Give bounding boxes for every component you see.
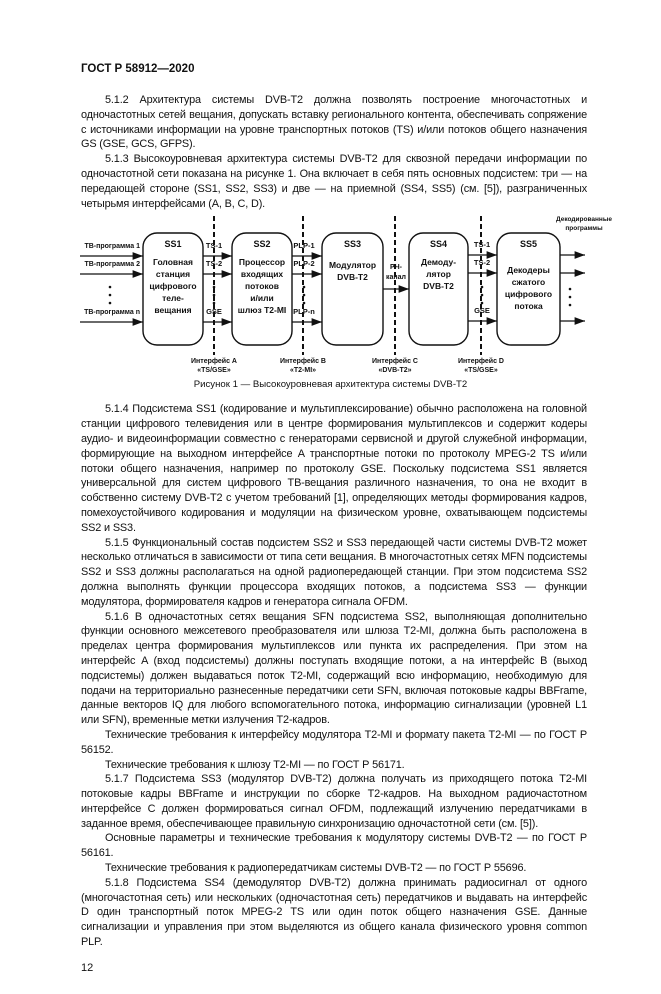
block-label: Модулятор [329,260,376,270]
ss2-output-label: PLP-1 [293,241,314,250]
ellipsis-dot [302,294,306,297]
block-id: SS2 [253,239,270,249]
ellipsis-dot [568,288,572,291]
outputs-label: программы [565,225,603,232]
paragraph-t2mi-gateway-standard: Технические требования к шлюзу T2-MI — п… [105,758,405,771]
block-label: Декодеры [507,265,550,275]
block-label: шлюз T2-MI [238,305,287,315]
input-label: ТВ-программа 1 [84,243,140,250]
block-label: Процессор [239,257,285,267]
block-ss5 [496,232,561,347]
block-label: потока [514,301,543,311]
block-ss3 [321,232,384,347]
paragraph-5-1-4: 5.1.4 Подсистема SS1 (кодирование и муль… [81,403,587,534]
ellipsis-dot [212,294,216,297]
ss4-output-label: GSE [474,306,490,315]
ss1-output-label: GSE [206,307,222,316]
interface-name: Интерфейс D [458,357,504,365]
input-label: ТВ-программа 2 [84,261,140,268]
block-id: SS5 [520,239,537,249]
interface-type: «DVB-T2» [378,367,411,374]
block-label: вещания [154,305,191,315]
ellipsis-dot [302,286,306,289]
ss1-output-label: TS-2 [206,259,222,268]
ellipsis-dot [480,294,484,297]
ellipsis-dot [108,294,112,297]
ss4-output-label: TS-2 [474,258,490,267]
block-label: лятор [426,269,451,279]
ellipsis-dot [568,296,572,299]
block-label: цифрового [505,289,552,299]
paragraph-modulator-standard: Основные параметры и технические требова… [81,832,587,860]
interface-type: «TS/GSE» [197,367,231,374]
outputs-label: Декодированные [556,216,612,223]
interface-name: Интерфейс B [280,357,326,365]
paragraph-5-1-3: 5.1.3 Высокоуровневая архитектура систем… [81,153,587,210]
block-label: Демоду- [421,257,456,267]
ellipsis-dot [212,286,216,289]
rf-channel-label: канал [386,274,406,281]
ellipsis-dot [480,286,484,289]
block-ss1 [142,232,204,347]
ellipsis-dot [108,302,112,305]
page-number: 12 [81,961,94,974]
interface-type: «TS/GSE» [464,367,498,374]
block-label: Головная [153,257,193,267]
block-label: теле- [162,293,184,303]
ellipsis-dot [480,302,484,305]
document-header: ГОСТ Р 58912—2020 [81,63,195,75]
block-label: DVB-T2 [423,281,454,291]
paragraph-5-1-6: 5.1.6 В одночастотных сетях вещания SFN … [81,610,587,727]
block-id: SS3 [344,239,361,249]
block-label: сжатого [512,277,545,287]
ellipsis-dot [108,286,112,289]
ss2-output-label: PLP-2 [293,259,314,268]
paragraph-transmitter-standard: Технические требования к радиопередатчик… [105,862,527,875]
paragraph-5-1-8: 5.1.8 Подсистема SS4 (демодулятор DVB-T2… [81,876,587,949]
interface-type: «T2-MI» [290,367,316,374]
input-label: ТВ-программа n [84,309,140,316]
block-label: потоков [245,281,279,291]
block-label: и/или [250,293,273,303]
ss2-output-label: PLP-n [293,307,315,316]
block-id: SS1 [164,239,181,249]
text-block-bottom: 5.1.4 Подсистема SS1 (кодирование и муль… [81,402,587,949]
paragraph-5-1-2: 5.1.2 Архитектура системы DVB-T2 должна … [81,94,587,151]
ellipsis-dot [568,304,572,307]
interface-name: Интерфейс C [372,357,418,365]
interface-name: Интерфейс A [191,357,237,365]
block-label: цифрового [149,281,196,291]
rf-channel-label: РЧ- [390,264,403,271]
block-label: DVB-T2 [337,272,368,282]
block-ss2 [231,232,293,347]
ss1-output-label: TS-1 [206,241,222,250]
ellipsis-dot [212,302,216,305]
paragraph-t2mi-modulator-standard: Технические требования к интерфейсу моду… [81,728,587,756]
block-label: входящих [241,269,284,279]
ellipsis-dot [302,302,306,305]
text-block-top: 5.1.2 Архитектура системы DVB-T2 должна … [81,93,587,211]
paragraph-5-1-7: 5.1.7 Подсистема SS3 (модулятор DVB-T2) … [81,773,587,830]
block-id: SS4 [430,239,447,249]
figure-caption: Рисунок 1 — Высокоуровневая архитектура … [193,379,468,391]
block-label: станция [156,269,190,279]
paragraph-5-1-5: 5.1.5 Функциональный состав подсистем SS… [81,536,587,608]
